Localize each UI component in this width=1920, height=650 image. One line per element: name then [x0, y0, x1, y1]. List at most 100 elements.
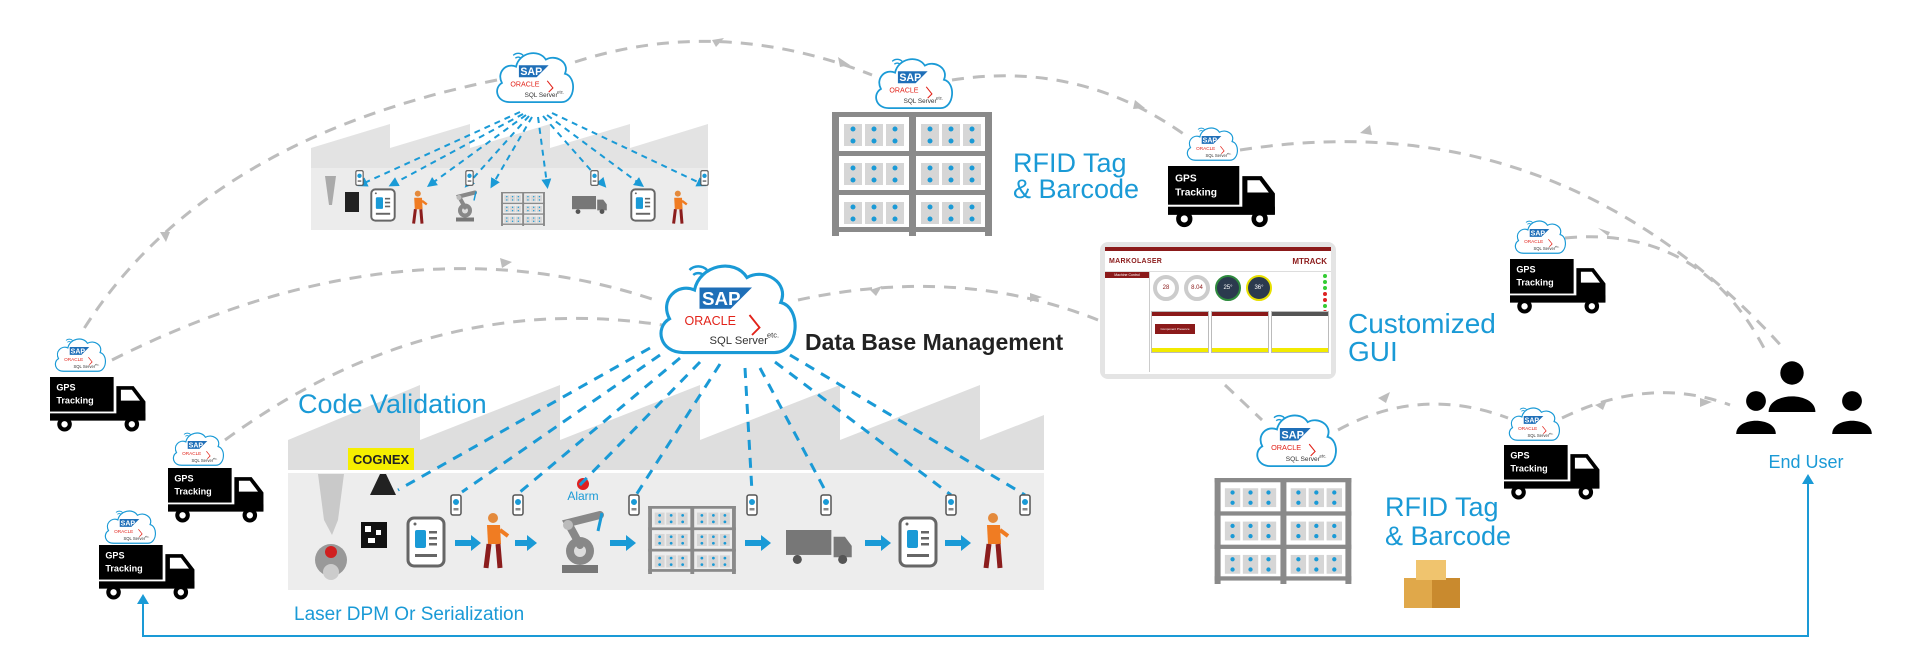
sql-server-logo: SQL Server — [1533, 246, 1555, 251]
top-data-links — [357, 111, 707, 189]
etc-label: etc. — [145, 535, 150, 539]
sap-logo: SAP — [702, 288, 741, 309]
cardboard-boxes-icon — [1404, 560, 1460, 608]
tablet-device-icon — [630, 188, 656, 222]
connectors — [78, 39, 1787, 442]
oracle-logo: ORACLE — [64, 357, 83, 362]
sap-logo: SAP — [121, 521, 136, 528]
connector-truck4-to-center — [224, 316, 663, 442]
bottom-factory: COGNEX Alarm — [288, 385, 1044, 590]
connector-arrowheads — [160, 38, 1712, 410]
connector-db-to-rack — [574, 39, 873, 77]
truck-label-gps: GPS — [56, 383, 75, 393]
cognex-badge — [348, 448, 414, 470]
warehouse-rack-bottom — [1215, 478, 1352, 584]
truck-label-tracking: Tracking — [1175, 188, 1217, 199]
flow-arrows — [455, 535, 971, 551]
truck-label-tracking: Tracking — [56, 395, 93, 405]
customized-gui-label-line2: GUI — [1348, 336, 1398, 367]
arrowhead-icon — [1802, 474, 1814, 484]
oracle-logo: ORACLE — [1271, 443, 1301, 452]
sap-logo: SAP — [1531, 231, 1546, 238]
gui-status-list — [1323, 274, 1327, 314]
rfid-bottom-label-line2: & Barcode — [1385, 521, 1511, 551]
bottom-data-links — [397, 346, 1026, 497]
etc-label: etc. — [1319, 453, 1326, 458]
laser-head-icon — [325, 176, 336, 205]
customized-gui-label-line1: Customized — [1348, 308, 1496, 339]
sql-server-logo: SQL Server — [525, 92, 559, 99]
end-user-label: End User — [1768, 452, 1843, 472]
gps-tracking-truck: GPS Tracking — [50, 377, 146, 432]
database-management-title: Data Base Management — [805, 329, 1064, 355]
alarm-light-icon — [577, 478, 589, 490]
truck-label-gps: GPS — [105, 551, 124, 561]
sql-server-logo: SQL Server — [904, 98, 938, 105]
sap-logo: SAP — [1203, 138, 1218, 145]
laser-dpm-label: Laser DPM Or Serialization — [294, 604, 524, 625]
rfid-top-label-line1: RFID Tag — [1013, 148, 1127, 178]
etc-label: etc. — [767, 331, 779, 340]
gui-gauge: 25° — [1215, 275, 1241, 301]
sap-logo: SAP — [1281, 429, 1304, 441]
gui-gauge: 8.04 — [1184, 275, 1210, 301]
sap-logo: SAP — [520, 66, 542, 78]
sql-server-logo: SQL Server — [1527, 433, 1549, 438]
oracle-logo: ORACLE — [510, 81, 539, 89]
laser-head-icon — [318, 474, 344, 535]
rfid-top-label-line2: & Barcode — [1013, 174, 1139, 204]
top-factory — [311, 124, 708, 230]
etc-label: etc. — [1555, 245, 1560, 249]
truck-label-tracking: Tracking — [1510, 463, 1547, 473]
end-users-icon — [1736, 361, 1872, 434]
gps-tracking-truck: GPS Tracking — [1504, 445, 1600, 500]
etc-label: etc. — [936, 96, 943, 101]
sql-server-logo: SQL Server — [1205, 153, 1227, 158]
oracle-logo: ORACLE — [1524, 239, 1543, 244]
truck-label-gps: GPS — [1510, 451, 1529, 461]
arrowhead-icon — [137, 594, 149, 604]
oracle-logo: ORACLE — [889, 87, 918, 95]
oracle-logo: ORACLE — [1196, 146, 1215, 151]
oracle-logo: ORACLE — [685, 314, 736, 328]
connector-truck-to-center — [111, 267, 656, 362]
connector-cloud-to-truck6 — [1337, 402, 1509, 432]
tablet-device-icon — [406, 516, 446, 568]
engine-part-icon — [315, 544, 347, 580]
feedback-line — [142, 476, 1809, 637]
datamatrix-code-icon — [345, 192, 359, 212]
etc-label: etc. — [1549, 432, 1554, 436]
sql-server-logo: SQL Server — [1286, 456, 1321, 463]
sql-server-logo: SQL Server — [73, 364, 95, 369]
rack-icon — [501, 192, 545, 226]
customized-gui-screenshot: MARKOLASER MTRACK Machine Control 28 8.0… — [1100, 242, 1336, 379]
sql-server-logo: SQL Server — [191, 458, 213, 463]
sap-logo: SAP — [189, 443, 204, 450]
gui-gauge: 28 — [1153, 275, 1179, 301]
sap-logo: SAP — [1525, 418, 1540, 425]
cognex-label: COGNEX — [353, 452, 410, 467]
oracle-logo: ORACLE — [114, 529, 133, 534]
rack-icon — [648, 506, 736, 574]
gui-component-presence-button: Component Presence — [1155, 324, 1195, 334]
connector-center-to-gui — [797, 284, 1099, 322]
rfid-bottom-label-line1: RFID Tag — [1385, 492, 1499, 522]
etc-label: etc. — [1227, 152, 1232, 156]
connector-truck6-to-user — [1561, 391, 1731, 420]
truck-label-tracking: Tracking — [1516, 277, 1553, 287]
sap-logo: SAP — [899, 72, 921, 84]
alarm-label: Alarm — [567, 489, 598, 503]
tablet-device-icon — [370, 188, 396, 222]
code-validation-label: Code Validation — [298, 389, 487, 419]
etc-label: etc. — [213, 457, 218, 461]
